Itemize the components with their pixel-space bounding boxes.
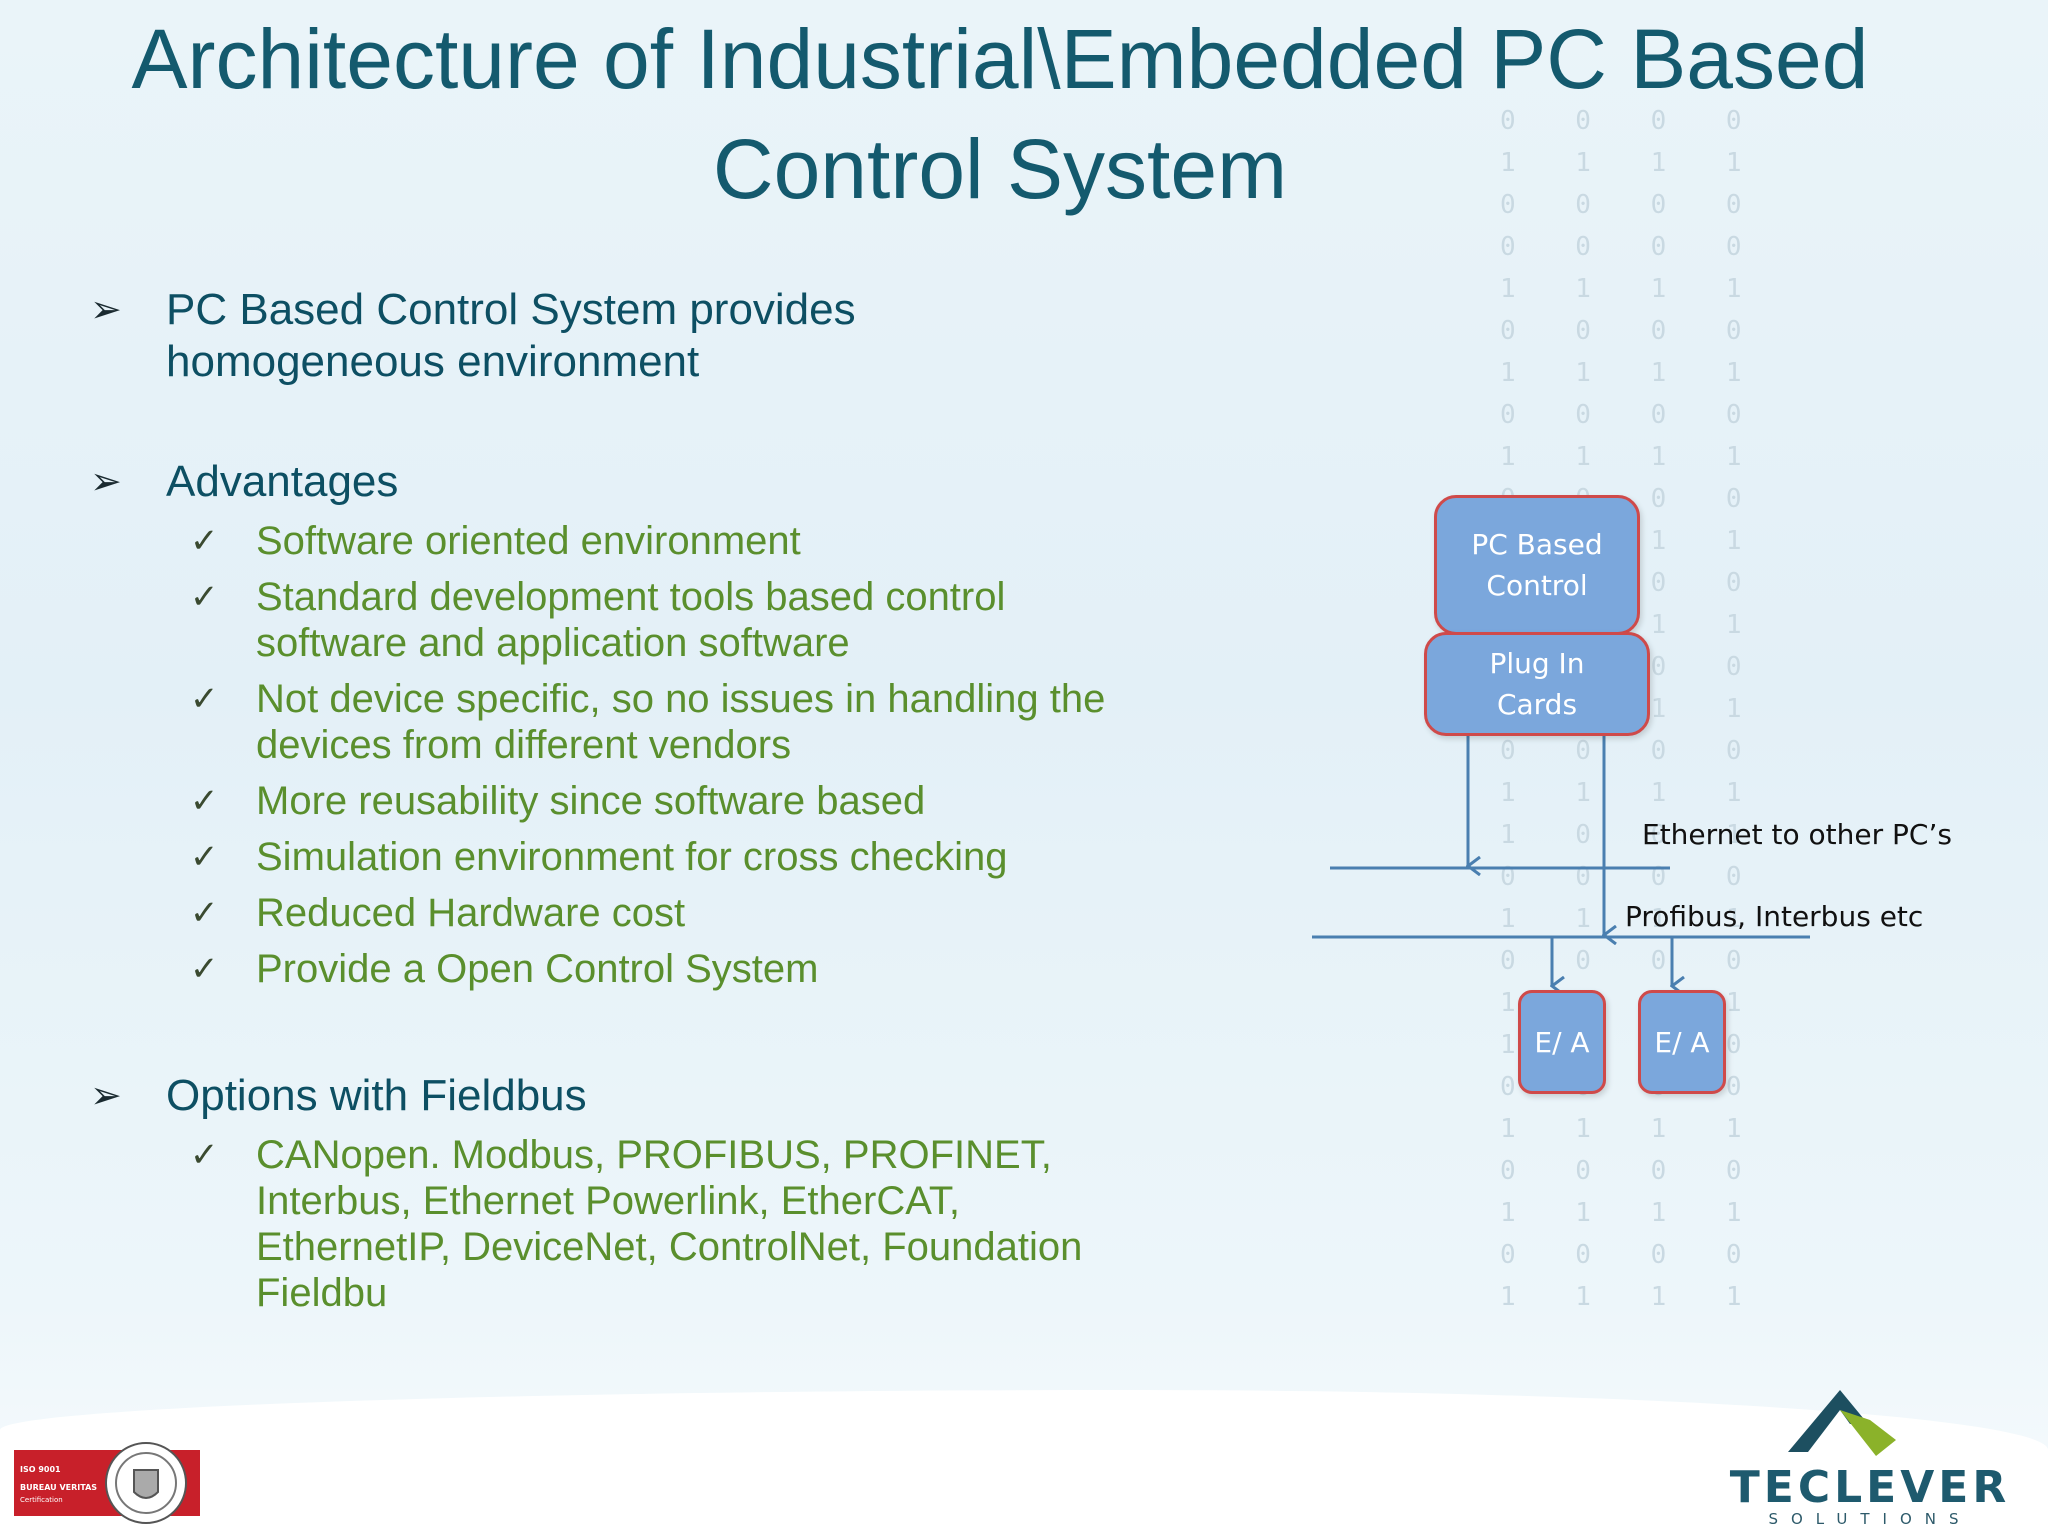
svg-text:BUREAU VERITAS: BUREAU VERITAS [20, 1483, 97, 1492]
checkmark-icon: ✓ [190, 680, 219, 718]
checkmark-icon: ✓ [190, 578, 219, 616]
teclever-logo: TECLEVER SOLUTIONS [1700, 1380, 2040, 1530]
checkmark-icon: ✓ [190, 782, 219, 820]
checkmark-icon: ✓ [190, 522, 219, 560]
ea-label: E/ A [1534, 1025, 1590, 1059]
advantage-text: Provide a Open Control System [256, 947, 819, 991]
arrow-bullet-icon: ➢ [90, 461, 122, 503]
svg-text:Certification: Certification [20, 1496, 63, 1504]
certification-seal-icon: ISO 9001 BUREAU VERITAS Certification [14, 1442, 200, 1524]
ethernet-label: Ethernet to other PC’s [1642, 818, 1952, 851]
fieldbus-text: CANopen. Modbus, PROFIBUS, PROFINET, Int… [256, 1133, 1083, 1315]
cards-box-label: Plug In Cards [1489, 647, 1585, 721]
ea-box-1: E/ A [1518, 990, 1606, 1094]
brand-subtitle: SOLUTIONS [1768, 1510, 1972, 1528]
svg-text:ISO 9001: ISO 9001 [20, 1465, 61, 1474]
advantage-text: Reduced Hardware cost [256, 891, 686, 935]
checkmark-icon: ✓ [190, 894, 219, 932]
ea-label: E/ A [1654, 1025, 1710, 1059]
profibus-label: Profibus, Interbus etc [1625, 900, 1924, 933]
arrow-bullet-icon: ➢ [90, 1075, 122, 1117]
checkmark-icon: ✓ [190, 950, 219, 988]
checkmark-icon: ✓ [190, 1136, 219, 1174]
plug-in-cards-box: Plug In Cards [1424, 632, 1650, 736]
slide-title: Architecture of Industrial\Embedded PC B… [0, 4, 2000, 224]
checkmark-icon: ✓ [190, 838, 219, 876]
pc-box-label: PC Based Control [1471, 528, 1603, 602]
advantage-text: More reusability since software based [256, 779, 926, 823]
ea-box-2: E/ A [1638, 990, 1726, 1094]
advantage-text: Software oriented environment [256, 519, 801, 563]
advantage-text: Simulation environment for cross checkin… [256, 835, 1008, 879]
advantage-text: Standard development tools based control… [256, 575, 1006, 665]
title-line-1: Architecture of Industrial\Embedded PC B… [131, 12, 1869, 106]
bottom-white-wave [0, 1390, 2048, 1536]
bullet-text: Advantages [166, 457, 399, 506]
pc-based-control-box: PC Based Control [1434, 495, 1640, 635]
teclever-mountain-icon [1788, 1390, 1896, 1456]
brand-wordmark: TECLEVER [1729, 1462, 2011, 1513]
bullet-text: PC Based Control System provides homogen… [166, 285, 856, 386]
advantage-text: Not device specific, so no issues in han… [256, 677, 1106, 767]
arrow-bullet-icon: ➢ [90, 289, 122, 331]
title-line-2: Control System [712, 122, 1288, 216]
bullet-text: Options with Fieldbus [166, 1071, 587, 1120]
bureau-veritas-logo: ISO 9001 BUREAU VERITAS Certification [14, 1440, 200, 1526]
